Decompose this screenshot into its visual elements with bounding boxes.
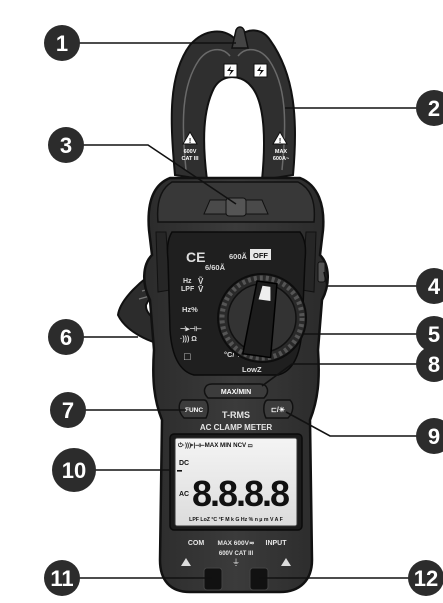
callout-12: 12: [408, 560, 443, 596]
range-6-60a-label: 6/60Ã: [205, 263, 226, 272]
callout-4-number: 4: [428, 274, 441, 299]
callout-5-number: 5: [428, 322, 440, 347]
jaw-tip: [231, 26, 249, 49]
jaw-warning-left-line1: 600V: [184, 149, 197, 155]
callout-5: 5: [416, 316, 443, 352]
rotary-selector-dial[interactable]: [217, 273, 307, 363]
callout-9: 9: [416, 418, 443, 454]
jaw-warning-right-line1: MAX: [275, 149, 288, 155]
callout-11: 11: [44, 560, 80, 596]
lcd-ac-indicator: AC: [179, 491, 189, 498]
warning-triangle-right-icon: [272, 131, 288, 145]
clamp-jaw: ! 600V CAT III ! MAX 600A~: [170, 26, 297, 182]
callout-1: 1: [44, 25, 80, 61]
jaw-warning-right-line2: 600A~: [273, 156, 289, 162]
input-jack[interactable]: [249, 567, 269, 591]
callout-7-number: 7: [62, 398, 74, 423]
callout-3: 3: [48, 127, 84, 163]
svg-text:!: !: [279, 138, 281, 145]
callout-9-number: 9: [428, 424, 440, 449]
max-rating-label: MAX 600V≂: [218, 540, 255, 547]
lowz-label: LowZ: [242, 365, 262, 374]
volt-ac-label: Ṽ: [198, 277, 204, 286]
callout-1-number: 1: [56, 31, 68, 56]
ground-icon: ⏚: [232, 558, 240, 567]
callout-3-number: 3: [60, 133, 72, 158]
maxmin-button-label: MAX/MIN: [221, 389, 251, 396]
callout-6-number: 6: [60, 325, 72, 350]
com-jack[interactable]: [203, 567, 223, 591]
continuity-ohm-label: ·))) Ω: [180, 336, 197, 343]
callout-11-number: 11: [50, 566, 73, 591]
com-label: COM: [188, 540, 205, 547]
callout-7: 7: [50, 392, 86, 428]
callout-10: 10: [52, 448, 96, 492]
temperature-label: °C/°F: [224, 350, 242, 359]
warning-triangle-left-icon: [182, 131, 198, 145]
func-button[interactable]: [178, 399, 209, 419]
ce-mark: CE: [186, 249, 205, 265]
terminal-area: COM MAX 600V≂ INPUT 600V CAT III ⏚: [181, 540, 291, 591]
trms-label: T-RMS: [222, 410, 250, 420]
range-600a-label: 600Ã: [229, 252, 248, 261]
lcd-bottom-indicators: LPF LoZ °C °F M k G Hz % n μ m V A F: [189, 517, 283, 523]
callout-10-number: 10: [62, 458, 86, 483]
dial-panel: CE 600Ã OFF 6/60Ã Hz LPF Ṽ V̄ Hz% ⊣▸⊣⊢ ·…: [166, 231, 307, 376]
hz-percent-label: Hz%: [182, 305, 198, 314]
hold-light-button-label: ⊏/☀: [271, 406, 285, 414]
off-label: OFF: [253, 251, 268, 260]
volt-dc-label: V̄: [198, 285, 204, 294]
lcd-digits: 8.8.8.8: [192, 473, 289, 514]
category-label: 600V CAT III: [219, 551, 254, 557]
svg-text:!: !: [189, 138, 191, 145]
callout-6: 6: [48, 319, 84, 355]
callout-4: 4: [416, 268, 443, 304]
hz-label: Hz: [183, 278, 192, 285]
hold-light-button[interactable]: [263, 399, 294, 419]
side-flashlight-button[interactable]: [317, 261, 326, 283]
class2-mark: □: [184, 351, 191, 363]
callout-2-number: 2: [428, 96, 440, 121]
callout-8: 8: [416, 346, 443, 382]
input-label: INPUT: [266, 540, 288, 547]
button-row: MAX/MIN FUNC ⊏/☀: [178, 383, 294, 419]
jaw-warning-left-line2: CAT III: [181, 156, 198, 162]
dial-pointer-icon: [258, 285, 271, 302]
lcd-display: ⏻·)))▸|⊣⊢MAX MIN NCV ▭ DC AC 8.8.8.8 LPF…: [169, 433, 303, 531]
callout-badges: 1 2 3 4 5 6 7 8: [44, 25, 443, 596]
warning-triangle-input-icon: [281, 558, 291, 566]
callout-12-number: 12: [414, 566, 438, 591]
lcd-top-indicators: ⏻·)))▸|⊣⊢MAX MIN NCV ▭: [178, 442, 253, 449]
warning-triangle-com-icon: [181, 558, 191, 566]
callout-8-number: 8: [428, 352, 440, 377]
lcd-dc-indicator: DC: [179, 460, 189, 467]
callout-2: 2: [416, 90, 443, 126]
lpf-label: LPF: [181, 286, 195, 293]
meter-title: AC CLAMP METER: [200, 423, 273, 432]
diode-cap-label: ⊣▸⊣⊢: [180, 325, 202, 333]
off-badge: [250, 249, 271, 260]
func-button-label: FUNC: [185, 407, 203, 414]
